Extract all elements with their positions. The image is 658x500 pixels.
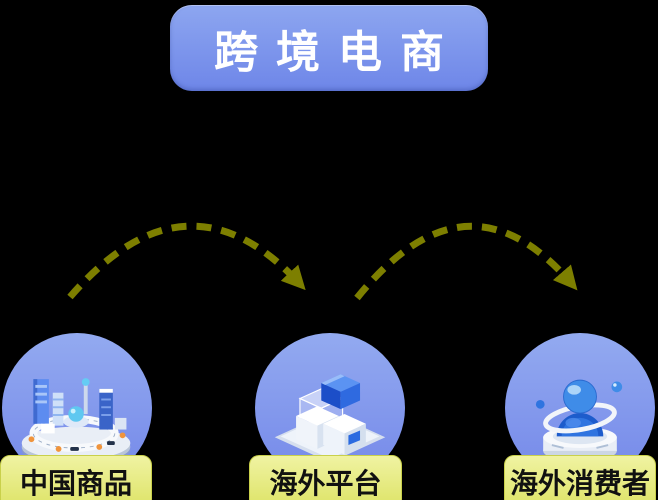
title-banner: 跨境电商 [170,5,488,91]
label-china-goods: 中国商品 [0,455,152,500]
label-china-goods-text: 中国商品 [19,468,132,499]
platform-cubes-3d-icon [274,374,386,463]
label-overseas-consumer-text: 海外消费者 [509,468,650,499]
arrow-china-to-platform [67,222,306,300]
consumer-3d-icon [535,379,623,465]
city-3d-icon [21,378,131,464]
label-overseas-platform-text: 海外平台 [269,468,382,499]
label-overseas-consumer: 海外消费者 [504,455,656,500]
arrow-platform-to-consumer [354,223,578,301]
page-title: 跨境电商 [214,28,462,77]
label-overseas-platform: 海外平台 [249,455,402,500]
